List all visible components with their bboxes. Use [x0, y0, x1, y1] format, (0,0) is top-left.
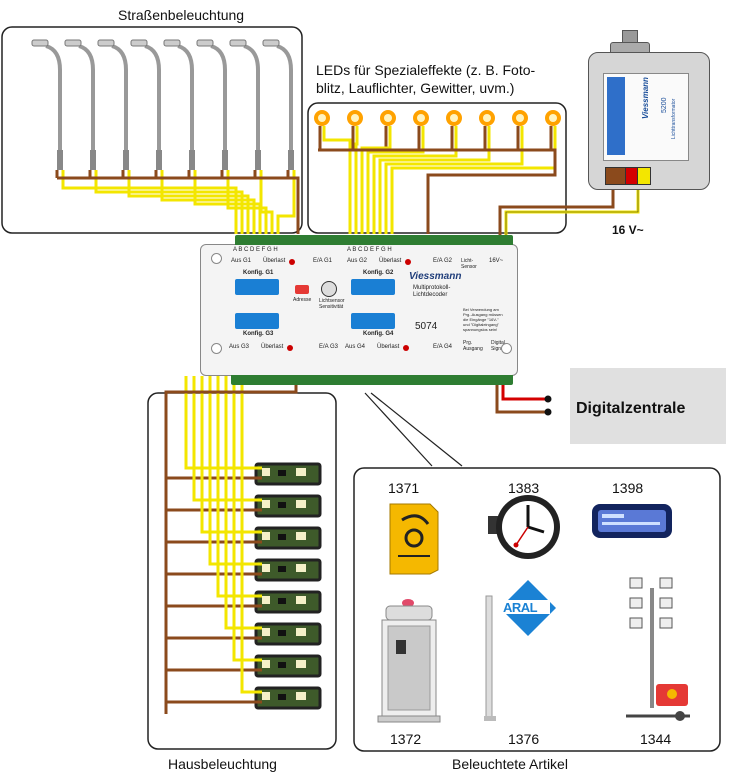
house-light-module — [254, 686, 322, 710]
special-effects-label-1: LEDs für Spezialeffekte (z. B. Foto- — [316, 62, 536, 78]
street-lamp — [97, 39, 129, 170]
house-light-module — [254, 590, 322, 614]
decoder-note-1: Bei Verwendung am — [463, 307, 499, 312]
article-code-1344: 1344 — [640, 731, 672, 747]
digital-central-box — [570, 368, 726, 444]
top-ueberlast-1: Überlast — [263, 258, 286, 264]
bottom-aus-g3: Aus G3 — [229, 344, 250, 350]
sensor-label-1: Lichtsensor — [319, 298, 345, 304]
house-light-module — [254, 494, 322, 518]
top-aus-g1: Aus G1 — [231, 258, 252, 264]
decoder-note-5: spannungslos sein! — [463, 327, 498, 332]
article-code-1372: 1372 — [390, 731, 422, 747]
lit-articles-label: Beleuchtete Artikel — [452, 756, 568, 772]
house-light-module — [254, 654, 322, 678]
top-ueberlast-2: Überlast — [379, 258, 402, 264]
street-lighting-label: Straßenbeleuchtung — [118, 7, 245, 23]
street-lamp — [64, 39, 96, 170]
article-code-1376: 1376 — [508, 731, 540, 747]
street-lamp — [196, 39, 228, 170]
address-button[interactable] — [295, 285, 309, 294]
decoder-note-2: Prg.-Ausgang müssen — [463, 312, 503, 317]
dip-switch-g3[interactable] — [235, 313, 279, 329]
digital-central-label: Digitalzentrale — [576, 400, 686, 417]
aral-logo-text: ARAL — [503, 600, 538, 615]
config-g1-label: Konfig. G1 — [243, 270, 274, 276]
street-lamp — [262, 39, 294, 170]
decoder-product-2: Lichtdecoder — [413, 292, 448, 298]
effect-led — [380, 110, 396, 126]
display-board-icon — [592, 504, 672, 538]
aral-sign-icon — [484, 580, 556, 721]
light-decoder-5074: A B C D E F G H A B C D E F G H Aus G1 Ü… — [200, 235, 518, 385]
street-lamps — [31, 39, 294, 170]
effect-led — [545, 110, 561, 126]
address-label: Adresse — [293, 297, 312, 303]
house-light-module — [254, 462, 322, 486]
post-horn-icon — [389, 503, 439, 575]
street-lamp — [130, 39, 162, 170]
top-ea-g1: E/A G1 — [313, 258, 333, 264]
dip-switch-g2[interactable] — [351, 279, 395, 295]
street-lamp — [163, 39, 195, 170]
dip-switch-g4[interactable] — [351, 313, 395, 329]
house-light-module — [254, 526, 322, 550]
bottom-ueberlast-3: Überlast — [261, 344, 284, 350]
config-g2-label: Konfig. G2 — [363, 270, 394, 276]
decoder-article-number: 5074 — [415, 321, 438, 332]
effect-led — [314, 110, 330, 126]
bottom-ea-g4: E/A G4 — [433, 344, 453, 350]
bottom-ueberlast-4: Überlast — [377, 344, 400, 350]
light-tower-icon — [626, 577, 690, 721]
top-row-b: A B C D E F G H — [347, 247, 392, 253]
article-code-1398: 1398 — [612, 480, 644, 496]
effect-led — [512, 110, 528, 126]
station-clock-icon — [488, 495, 560, 559]
house-light-module — [254, 558, 322, 582]
phone-booth-icon — [377, 599, 441, 723]
effect-led — [413, 110, 429, 126]
effect-led — [479, 110, 495, 126]
house-light-module — [254, 622, 322, 646]
sensor-knob[interactable] — [321, 281, 337, 297]
house-lighting-label: Hausbeleuchtung — [168, 756, 277, 772]
effect-led — [347, 110, 363, 126]
light-transformer: Viessmann 5200 Lichttransformator — [588, 30, 710, 190]
sensor-label-2: Sensitivität — [319, 304, 344, 310]
config-g3-label: Konfig. G3 — [243, 331, 274, 337]
street-lamp — [31, 39, 63, 170]
power-supply-label: 16 V~ — [612, 223, 644, 237]
dip-switch-g1[interactable] — [235, 279, 279, 295]
top-16v: 16V~ — [489, 258, 504, 264]
top-licht-sensor: Licht-Sensor — [461, 258, 477, 270]
config-g4-label: Konfig. G4 — [363, 331, 394, 337]
article-code-1371: 1371 — [388, 480, 420, 496]
top-row-a: A B C D E F G H — [233, 247, 278, 253]
special-effects-label-2: blitz, Lauflichter, Gewitter, uvm.) — [316, 80, 515, 96]
bottom-digital: Digital Signal — [491, 340, 505, 352]
article-code-1383: 1383 — [508, 480, 540, 496]
effect-led — [446, 110, 462, 126]
decoder-brand: Viessmann — [409, 271, 462, 282]
bottom-aus-g4: Aus G4 — [345, 344, 366, 350]
decoder-product-1: Multiprotokoll- — [413, 285, 451, 291]
top-ea-g2: E/A G2 — [433, 258, 453, 264]
bottom-ea-g3: E/A G3 — [319, 344, 339, 350]
bottom-prg: Prg. Ausgang — [463, 340, 483, 352]
street-lamp — [229, 39, 261, 170]
decoder-note-3: die Eingänge "16V-" — [463, 317, 499, 322]
top-aus-g2: Aus G2 — [347, 258, 368, 264]
decoder-note-4: und "Digitaleingang" — [463, 322, 499, 327]
